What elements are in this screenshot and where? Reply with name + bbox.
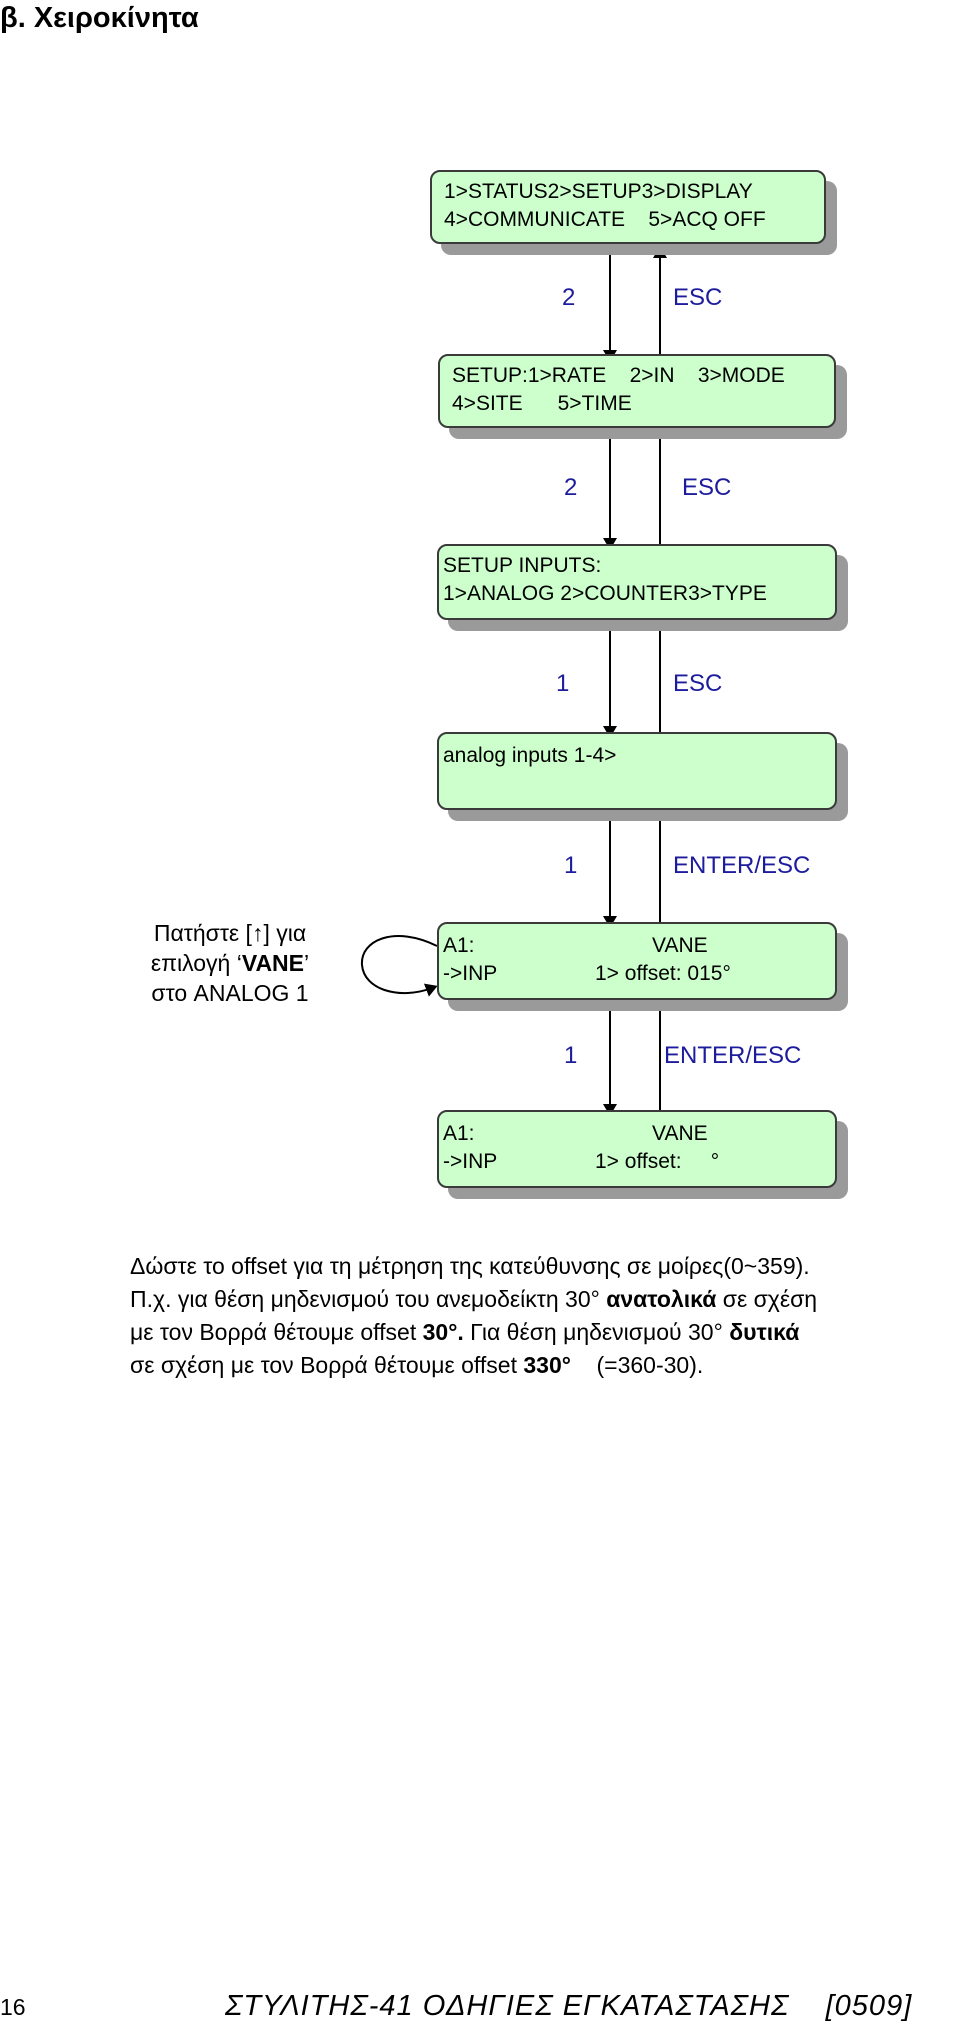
connector-label-up: ESC <box>673 670 723 697</box>
loop-arrow <box>360 935 438 997</box>
screen-line: VANE <box>652 934 708 957</box>
para-line: με τον Βορρά θέτουμε offset 30°. Για θέσ… <box>130 1319 800 1345</box>
screen-line: SETUP INPUTS: <box>443 554 602 577</box>
connector-label-up: ESC <box>682 474 732 501</box>
connector-label-up: ENTER/ESC <box>673 852 811 879</box>
screen-analog-inputs: analog inputs 1-4> <box>437 732 837 810</box>
screen-line: 1> offset: ° <box>595 1150 720 1173</box>
screen-a1-vane-offset: A1: VANE ->INP 1> offset: 015° <box>437 922 837 1000</box>
screen-line: 1>STATUS2>SETUP3>DISPLAY <box>444 180 753 203</box>
side-note-text: ’ <box>304 950 310 976</box>
screen-line: 4>SITE 5>TIME <box>452 392 632 415</box>
footer-title: ΣΤΥΛΙΤΗΣ-41 ΟΔΗΓΙΕΣ ΕΓΚΑΤΑΣΤΑΣΗΣ [0509] <box>225 1990 913 2022</box>
side-note-text: ] για <box>263 920 307 946</box>
screen-line: 1> offset: 015° <box>595 962 731 985</box>
flow-arrows <box>360 246 667 1116</box>
connector-label-down: 2 <box>564 474 578 501</box>
screen-setup-menu: SETUP:1>RATE 2>IN 3>MODE 4>SITE 5>TIME <box>438 354 836 428</box>
connector-label-down: 2 <box>562 284 576 311</box>
screen-line: analog inputs 1-4> <box>443 744 617 767</box>
side-note-text: Πατήστε [ <box>153 920 252 946</box>
screen-setup-inputs: SETUP INPUTS: 1>ANALOG 2>COUNTER3>TYPE <box>437 544 837 620</box>
section-heading: β. Χειροκίνητα <box>0 2 199 34</box>
side-note-text: επιλογή ‘ <box>150 950 242 976</box>
connector-label-down: 1 <box>564 852 578 879</box>
side-note: Πατήστε [↑] για επιλογή ‘VANE’ στο ANALO… <box>130 918 330 1008</box>
side-note-text: στο ANALOG 1 <box>151 980 309 1006</box>
para-line: σε σχέση με τον Βορρά θέτουμε offset 330… <box>130 1352 704 1378</box>
para-line: Δώστε το offset για τη μέτρηση της κατεύ… <box>130 1253 810 1279</box>
connector-label-up: ESC <box>673 284 723 311</box>
screen-line: ->INP <box>443 962 498 985</box>
screen-line: ->INP <box>443 1150 498 1173</box>
screen-line: 4>COMMUNICATE 5>ACQ OFF <box>444 208 766 231</box>
screen-main-menu: 1>STATUS2>SETUP3>DISPLAY 4>COMMUNICATE 5… <box>430 170 826 244</box>
connector-label-down: 1 <box>556 670 570 697</box>
side-note-bold: VANE <box>241 950 305 976</box>
screen-line: A1: <box>443 1122 475 1145</box>
connector-label-down: 1 <box>564 1042 578 1069</box>
connector-label-up: ENTER/ESC <box>664 1042 802 1069</box>
screen-line: A1: <box>443 934 475 957</box>
para-line: Π.χ. για θέση μηδενισμού του ανεμοδείκτη… <box>130 1286 818 1312</box>
explanation-paragraph: Δώστε το offset για τη μέτρηση της κατεύ… <box>130 1250 960 1382</box>
page-number: 16 <box>0 1994 26 2020</box>
screen-line: 1>ANALOG 2>COUNTER3>TYPE <box>443 582 767 605</box>
up-arrow-icon: ↑ <box>251 920 264 946</box>
screen-a1-vane-edit: A1: VANE ->INP 1> offset: ° <box>437 1110 837 1188</box>
screen-line: SETUP:1>RATE 2>IN 3>MODE <box>452 364 785 387</box>
screen-line: VANE <box>652 1122 708 1145</box>
